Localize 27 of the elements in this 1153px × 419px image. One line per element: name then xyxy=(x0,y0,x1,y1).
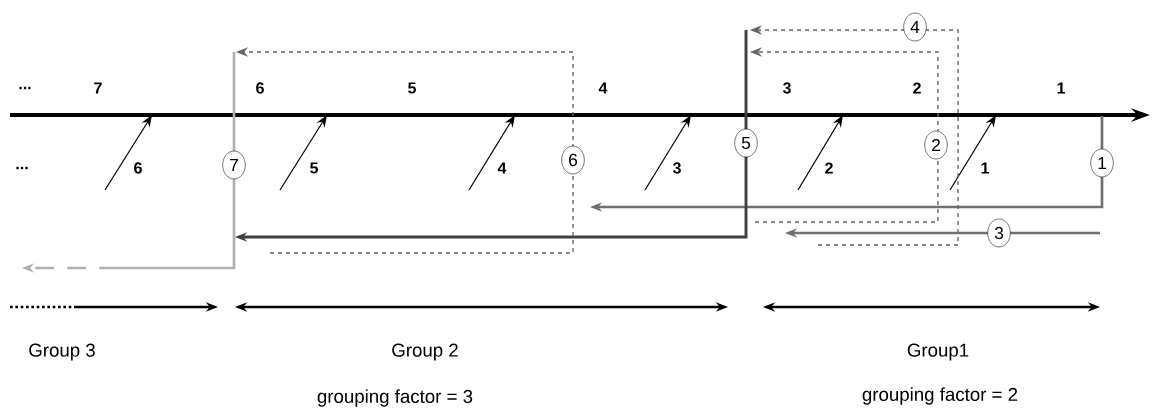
group-label: Group1 xyxy=(907,343,969,361)
axis-number: 4 xyxy=(598,82,608,94)
circled-number: 4 xyxy=(903,12,927,42)
axis-number: 1 xyxy=(1057,82,1065,94)
grouping-factor-text: grouping factor = 2 xyxy=(862,387,1018,405)
circled-number: 7 xyxy=(222,150,246,180)
axis-number: 2 xyxy=(913,82,921,94)
circled-number: 6 xyxy=(561,145,585,175)
axis-number: 3 xyxy=(782,82,791,94)
group-label: Group 2 xyxy=(392,343,458,361)
group-label: Group 3 xyxy=(29,343,95,361)
ellipsis: ... xyxy=(16,166,28,170)
grouping-factor-text: grouping factor = 3 xyxy=(317,389,473,407)
ellipsis: ... xyxy=(19,86,31,90)
axis-number: 6 xyxy=(256,82,264,94)
circled-number: 2 xyxy=(924,130,948,160)
arrow-number: 1 xyxy=(981,162,989,174)
circled-number: 3 xyxy=(987,218,1011,248)
axis-number: 5 xyxy=(408,82,416,94)
arrow-number: 4 xyxy=(497,162,507,174)
arrow-number: 3 xyxy=(672,162,681,174)
circled-number: 5 xyxy=(734,128,758,158)
axis-number: 7 xyxy=(94,82,102,94)
arrow-number: 2 xyxy=(825,162,833,174)
arrow-number: 5 xyxy=(310,162,318,174)
arrow-number: 6 xyxy=(134,162,142,174)
circled-number: 1 xyxy=(1090,148,1114,178)
